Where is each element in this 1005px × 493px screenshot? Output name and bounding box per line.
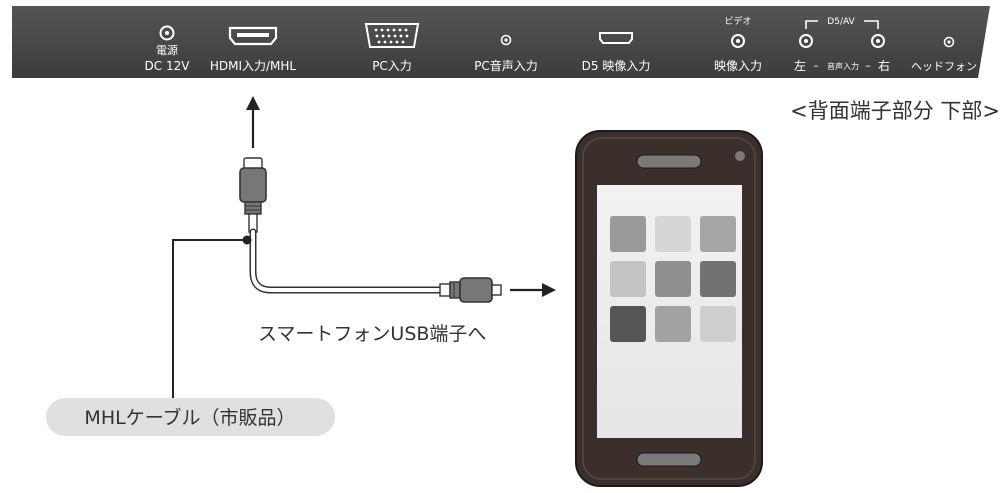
panel-body [12,6,990,78]
audio-dash-right: – [865,59,871,72]
headphone-port [943,36,955,48]
audio-left-port [799,34,813,48]
usb-plug-icon [439,277,502,303]
dc-label-line2: DC 12V [145,59,191,73]
app-tile [610,261,646,297]
audio-right-label: 右 [878,58,890,73]
video-port [731,34,745,48]
mhl-cable [249,228,446,294]
back-panel: 電源 DC 12V HDMI入力/MHL PC入力 PC音声入力 [12,6,990,78]
video-top-label: ビデオ [724,15,751,27]
d5-av-group-label: D5/AV [827,17,855,27]
app-tile [655,216,691,252]
audio-left-label: 左 [794,58,806,73]
app-tile [610,216,646,252]
video-label: 映像入力 [714,59,762,73]
d5-port [599,32,633,44]
headphone-label: ヘッドフォン [911,60,977,73]
cable-label-text: MHLケーブル（市販品） [84,406,295,429]
app-tile [655,306,691,342]
d5-label: D5 映像入力 [582,59,651,73]
audio-right-port [871,34,885,48]
vga-port [364,23,420,48]
dc-label-line1: 電源 [156,43,178,57]
smartphone-usb-label: スマートフォンUSB端子へ [258,323,486,345]
caption-rear-panel: <背面端子部分 下部> [790,99,1000,123]
app-tile [610,306,646,342]
hdmi-plug-icon [239,157,267,233]
audio-middle-label: 音声入力 [827,61,859,71]
arrow-right-icon [510,283,556,297]
app-tile [700,306,736,342]
app-tile [700,261,736,297]
pc-audio-port [500,34,512,46]
pc-label: PC入力 [372,59,412,73]
cable-leader-line [172,239,247,398]
app-tile [700,216,736,252]
hdmi-port [228,26,278,46]
smartphone-icon [575,130,763,487]
app-tile-grid [610,216,736,342]
arrow-up-icon [246,96,260,148]
cable-label-tag: MHLケーブル（市販品） [46,398,335,436]
app-tile [655,261,691,297]
hdmi-label: HDMI入力/MHL [210,59,297,73]
d5-av-bracket [805,20,879,29]
pc-audio-label: PC音声入力 [474,58,538,73]
dc-power-port [159,25,175,41]
audio-dash-left: – [813,59,819,72]
